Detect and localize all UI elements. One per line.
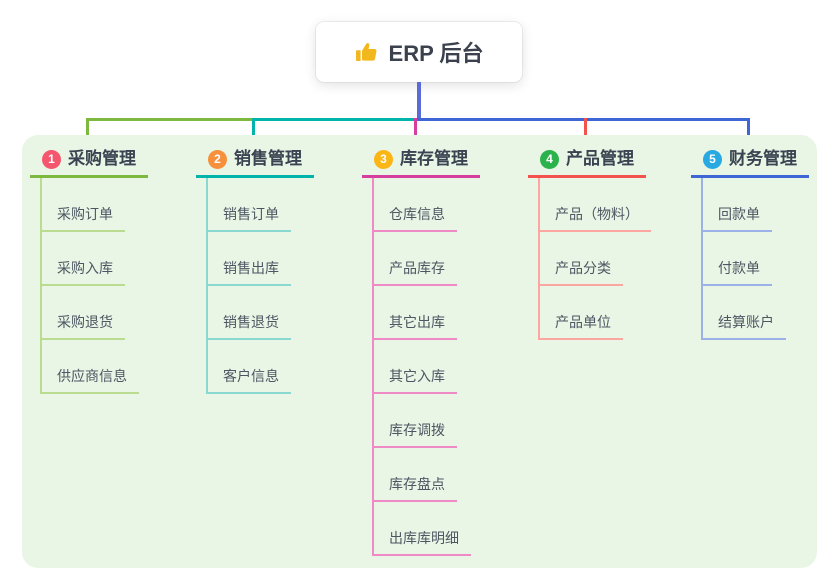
branch-children: 仓库信息产品库存其它出库其它入库库存调拨库存盘点出库库明细 xyxy=(372,178,471,556)
child-node[interactable]: 库存盘点 xyxy=(374,448,457,502)
branch-number-badge: 1 xyxy=(42,149,61,169)
branches-panel: 1 采购管理 采购订单采购入库采购退货供应商信息 2 销售管理 销售订单销售出库… xyxy=(22,135,817,568)
child-node[interactable]: 仓库信息 xyxy=(374,178,457,232)
branch-children: 回款单付款单结算账户 xyxy=(701,178,786,340)
child-node[interactable]: 库存调拨 xyxy=(374,394,457,448)
branch-title-label: 采购管理 xyxy=(68,149,136,168)
child-node[interactable]: 其它出库 xyxy=(374,286,457,340)
branch-children: 采购订单采购入库采购退货供应商信息 xyxy=(40,178,139,394)
child-node[interactable]: 销售订单 xyxy=(208,178,291,232)
child-node[interactable]: 销售出库 xyxy=(208,232,291,286)
child-node[interactable]: 产品单位 xyxy=(540,286,623,340)
bus-line-3 xyxy=(417,118,750,121)
drop-line-branch-3 xyxy=(414,118,417,147)
branch-number-badge: 3 xyxy=(374,149,393,169)
thumbs-up-icon xyxy=(355,40,379,64)
bus-line-1 xyxy=(86,118,254,121)
drop-line-branch-4 xyxy=(584,118,587,147)
branch-title-2[interactable]: 2 销售管理 xyxy=(196,148,314,178)
branch-column-2: 2 销售管理 销售订单销售出库销售退货客户信息 xyxy=(196,148,314,394)
child-node[interactable]: 付款单 xyxy=(703,232,772,286)
child-node[interactable]: 采购入库 xyxy=(42,232,125,286)
child-node[interactable]: 客户信息 xyxy=(208,340,291,394)
branch-column-4: 4 产品管理 产品（物料）产品分类产品单位 xyxy=(528,148,651,340)
branch-title-label: 库存管理 xyxy=(400,149,468,168)
branch-title-1[interactable]: 1 采购管理 xyxy=(30,148,148,178)
branch-number-badge: 5 xyxy=(703,149,722,169)
branch-number-badge: 4 xyxy=(540,149,559,169)
drop-line-branch-2 xyxy=(252,118,255,147)
root-stem-line xyxy=(417,82,421,119)
branch-title-label: 产品管理 xyxy=(566,149,634,168)
child-node[interactable]: 产品（物料） xyxy=(540,178,651,232)
branch-title-5[interactable]: 5 财务管理 xyxy=(691,148,809,178)
branch-title-label: 财务管理 xyxy=(729,149,797,168)
branch-title-3[interactable]: 3 库存管理 xyxy=(362,148,480,178)
drop-line-branch-1 xyxy=(86,118,89,147)
child-node[interactable]: 采购订单 xyxy=(42,178,125,232)
branch-column-5: 5 财务管理 回款单付款单结算账户 xyxy=(691,148,809,340)
branch-column-1: 1 采购管理 采购订单采购入库采购退货供应商信息 xyxy=(30,148,148,394)
root-label: ERP 后台 xyxy=(388,41,484,66)
drop-line-branch-5 xyxy=(747,118,750,147)
child-node[interactable]: 回款单 xyxy=(703,178,772,232)
child-node[interactable]: 出库库明细 xyxy=(374,502,471,556)
child-node[interactable]: 产品分类 xyxy=(540,232,623,286)
child-node[interactable]: 采购退货 xyxy=(42,286,125,340)
child-node[interactable]: 其它入库 xyxy=(374,340,457,394)
root-node[interactable]: ERP 后台 xyxy=(316,22,522,82)
child-node[interactable]: 销售退货 xyxy=(208,286,291,340)
branch-column-3: 3 库存管理 仓库信息产品库存其它出库其它入库库存调拨库存盘点出库库明细 xyxy=(362,148,480,556)
child-node[interactable]: 供应商信息 xyxy=(42,340,139,394)
branch-title-label: 销售管理 xyxy=(234,149,302,168)
child-node[interactable]: 结算账户 xyxy=(703,286,786,340)
branch-number-badge: 2 xyxy=(208,149,227,169)
bus-line-2 xyxy=(254,118,418,121)
branch-children: 产品（物料）产品分类产品单位 xyxy=(538,178,651,340)
branch-children: 销售订单销售出库销售退货客户信息 xyxy=(206,178,291,394)
child-node[interactable]: 产品库存 xyxy=(374,232,457,286)
branch-title-4[interactable]: 4 产品管理 xyxy=(528,148,646,178)
